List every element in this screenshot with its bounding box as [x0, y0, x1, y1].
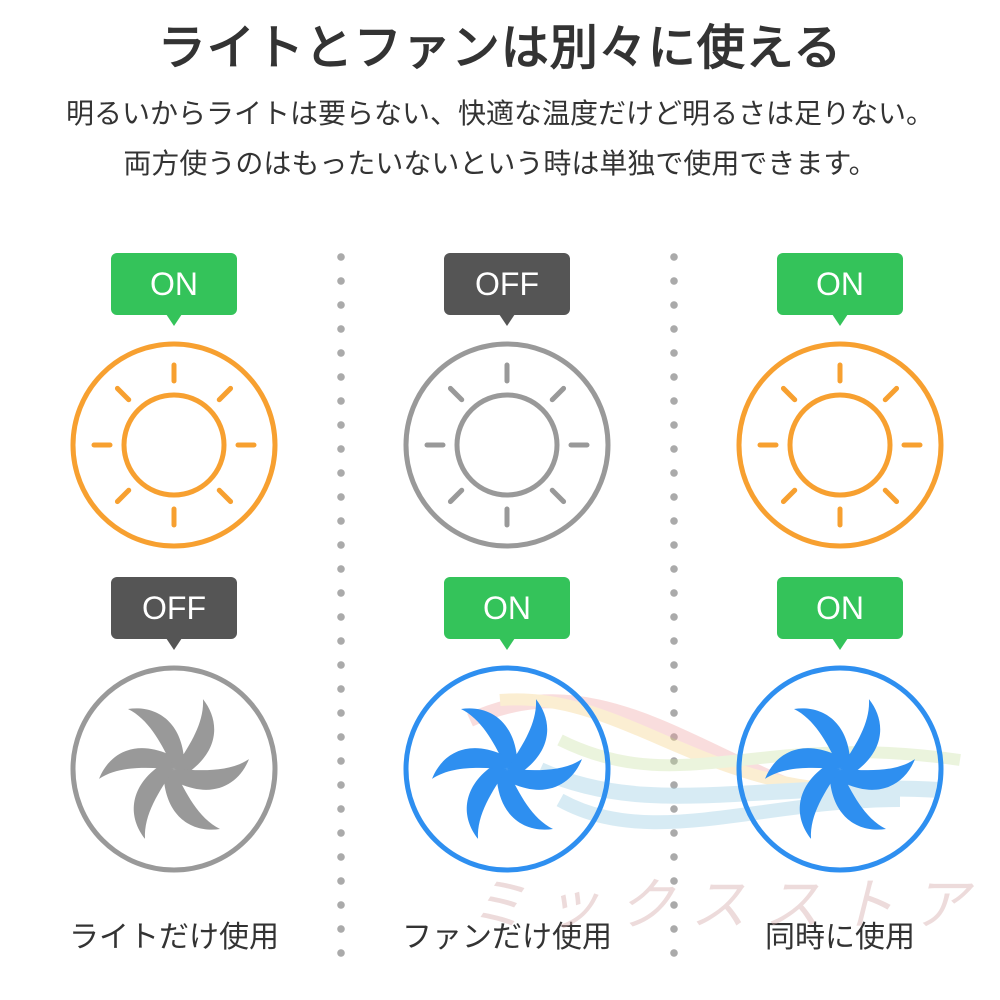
- light-status-badge: ON: [777, 253, 903, 326]
- sun-icon: [68, 339, 280, 555]
- mode-column: ON ON 同時に使用: [720, 0, 960, 1000]
- subtitle-line-1: 明るいからライトは要らない、快適な温度だけど明るさは足りない。: [65, 97, 934, 130]
- fan-icon: [734, 663, 946, 879]
- fan-icon: [401, 663, 613, 879]
- subtitle-line-2: 両方使うのはもったいないという時は単独で使用できます。: [123, 147, 877, 180]
- page-title: ライトとファンは別々に使える: [157, 20, 843, 76]
- fan-status-badge: ON: [777, 577, 903, 650]
- mode-label: 同時に使用: [765, 920, 915, 955]
- dotted-divider: [337, 245, 345, 965]
- sun-icon: [734, 339, 946, 555]
- fan-status-badge: ON: [444, 577, 570, 650]
- mode-label: ライトだけ使用: [69, 920, 279, 955]
- sun-icon: [401, 339, 613, 555]
- mode-label: ファンだけ使用: [402, 920, 612, 955]
- fan-icon: [68, 663, 280, 879]
- light-status-badge: OFF: [444, 253, 570, 326]
- light-status-badge: ON: [111, 253, 237, 326]
- fan-status-badge: OFF: [111, 577, 237, 650]
- mode-column: OFF ON ファンだけ使用: [387, 0, 627, 1000]
- mode-column: ON OFF ライトだけ使用: [54, 0, 294, 1000]
- dotted-divider: [670, 245, 678, 965]
